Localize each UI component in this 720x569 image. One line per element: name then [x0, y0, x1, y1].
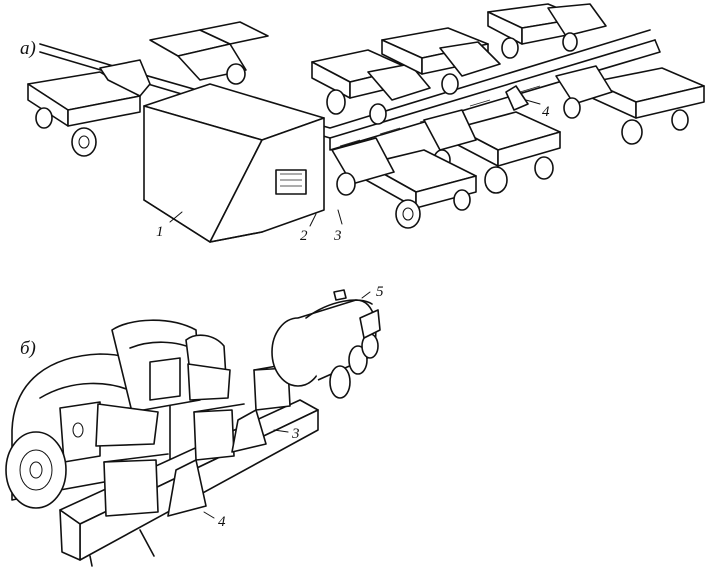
panel-a-truck-front — [331, 137, 477, 229]
panel-a-truck-right — [555, 65, 705, 145]
panel-a-truck-top-left — [149, 21, 269, 85]
panel-a-truck-center-right — [423, 109, 561, 194]
callout-b-4: 4 — [218, 514, 226, 530]
panel-a-nozzle — [505, 85, 529, 111]
panel-b: б) 5 3 4 — [5, 284, 384, 567]
callout-b-5: 5 — [376, 284, 384, 300]
panel-a-truck-mid-2 — [381, 27, 501, 95]
panel-a-label: а) — [20, 38, 36, 59]
callout-b-3: 3 — [291, 426, 300, 442]
panel-a-truck-mid-1 — [311, 49, 431, 125]
panel-a-truck-top-right — [487, 3, 607, 59]
callout-a-4: 4 — [542, 104, 550, 120]
panel-a-truck-left — [27, 59, 151, 157]
callout-a-1: 1 — [156, 224, 164, 240]
panel-b-label: б) — [20, 338, 36, 359]
callout-a-2: 2 — [300, 228, 308, 244]
panel-b-support-4 — [167, 459, 207, 517]
panel-b-tanker-truck — [271, 289, 381, 399]
panel-b-support-3 — [231, 409, 267, 453]
callout-a-3: 3 — [333, 228, 342, 244]
panel-b-hood-2 — [187, 363, 231, 401]
panel-a: а) 1 2 3 4 — [20, 3, 705, 244]
panel-b-hood-1 — [95, 403, 159, 447]
panel-a-unit-box — [143, 83, 325, 243]
